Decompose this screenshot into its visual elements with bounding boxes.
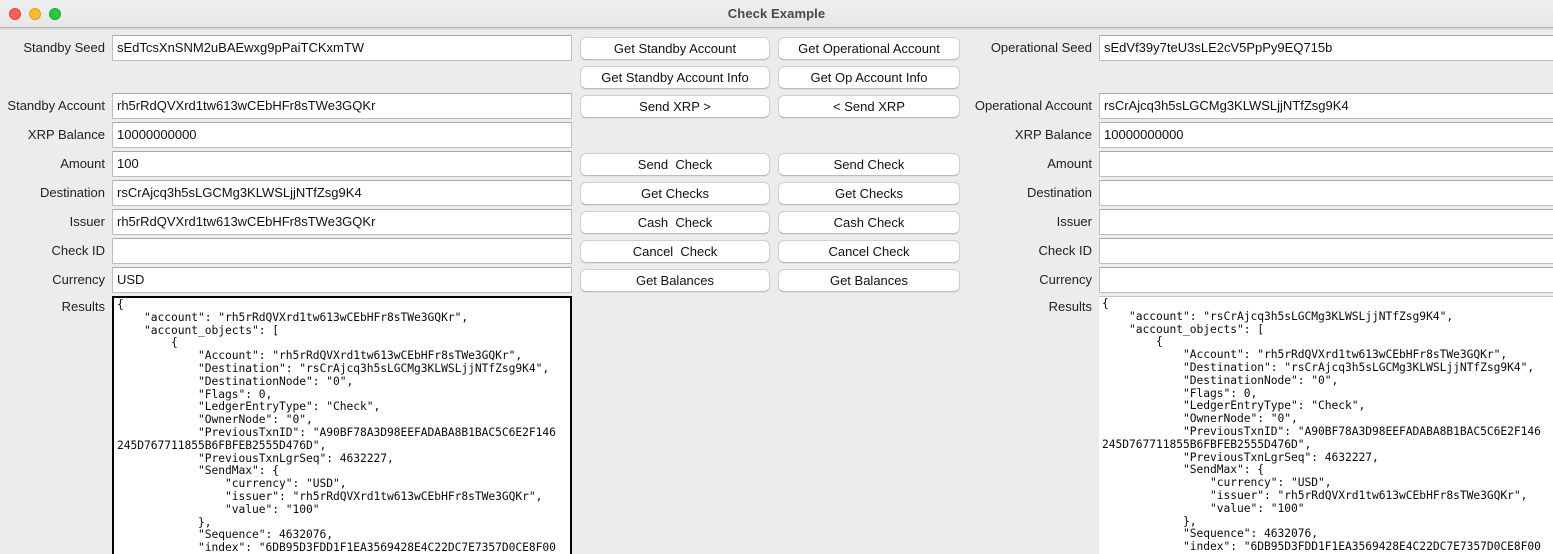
get-operational-account-button[interactable]: Get Operational Account bbox=[778, 37, 960, 60]
standby-results-label: Results bbox=[61, 299, 105, 314]
send-xrp-right-button[interactable]: Send XRP > bbox=[580, 95, 770, 118]
title-bar: Check Example bbox=[0, 0, 1553, 28]
window-title: Check Example bbox=[727, 6, 826, 21]
standby-xrp-balance-input[interactable]: 10000000000 bbox=[112, 122, 572, 148]
gap bbox=[572, 295, 580, 323]
standby-issuer-label: Issuer bbox=[69, 214, 105, 229]
operational-xrp-balance-input[interactable]: 10000000000 bbox=[1099, 122, 1553, 148]
gap bbox=[770, 208, 778, 236]
gap bbox=[572, 266, 580, 294]
standby-currency-input[interactable]: USD bbox=[112, 267, 572, 293]
operational-check-id-label: Check ID bbox=[1038, 243, 1092, 258]
row2-right-blank bbox=[1099, 63, 1553, 91]
standby-check-id-label: Check ID bbox=[51, 243, 105, 258]
operational-account-input[interactable]: rsCrAjcq3h5sLGCMg3KLWSLjjNTfZsg9K4 bbox=[1099, 93, 1553, 119]
form-grid: Standby Seed sEdTcsXnSNM2uBAEwxg9pPaiTCK… bbox=[0, 31, 1553, 554]
gap bbox=[960, 237, 968, 265]
standby-issuer-input[interactable]: rh5rRdQVXrd1tw613wCEbHFr8sTWe3GQKr bbox=[112, 209, 572, 235]
get-op-account-info-button[interactable]: Get Op Account Info bbox=[778, 66, 960, 89]
window-controls bbox=[9, 0, 61, 27]
operational-xrp-balance-label: XRP Balance bbox=[1014, 127, 1092, 142]
gap bbox=[572, 150, 580, 178]
gap bbox=[960, 179, 968, 207]
send-xrp-left-button[interactable]: < Send XRP bbox=[778, 95, 960, 118]
row2-label-blank-right bbox=[968, 63, 1099, 91]
standby-get-balances-button[interactable]: Get Balances bbox=[580, 269, 770, 292]
operational-check-id-input[interactable] bbox=[1099, 238, 1553, 264]
standby-destination-input[interactable]: rsCrAjcq3h5sLGCMg3KLWSLjjNTfZsg9K4 bbox=[112, 180, 572, 206]
operational-get-checks-button[interactable]: Get Checks bbox=[778, 182, 960, 205]
gap bbox=[770, 121, 778, 149]
standby-cash-check-button[interactable]: Cash Check bbox=[580, 211, 770, 234]
standby-check-id-input[interactable] bbox=[112, 238, 572, 264]
gap bbox=[572, 34, 580, 62]
standby-send-check-button[interactable]: Send Check bbox=[580, 153, 770, 176]
operational-destination-label: Destination bbox=[1026, 185, 1092, 200]
standby-get-checks-button[interactable]: Get Checks bbox=[580, 182, 770, 205]
gap bbox=[770, 266, 778, 294]
standby-account-input[interactable]: rh5rRdQVXrd1tw613wCEbHFr8sTWe3GQKr bbox=[112, 93, 572, 119]
standby-amount-label: Amount bbox=[60, 156, 105, 171]
gap bbox=[960, 121, 968, 149]
gap bbox=[960, 92, 968, 120]
operational-get-balances-button[interactable]: Get Balances bbox=[778, 269, 960, 292]
operational-account-label: Operational Account bbox=[974, 98, 1092, 113]
get-standby-account-info-button[interactable]: Get Standby Account Info bbox=[580, 66, 770, 89]
operational-amount-label: Amount bbox=[1047, 156, 1092, 171]
gap bbox=[770, 237, 778, 265]
gap bbox=[770, 63, 778, 91]
main-content: Standby Seed sEdTcsXnSNM2uBAEwxg9pPaiTCK… bbox=[0, 31, 1553, 554]
get-standby-account-button[interactable]: Get Standby Account bbox=[580, 37, 770, 60]
gap bbox=[960, 266, 968, 294]
row2-label-blank bbox=[0, 63, 112, 91]
operational-seed-input[interactable]: sEdVf39y7teU3sLE2cV5PpPy9EQ715b bbox=[1099, 35, 1553, 61]
standby-amount-input[interactable]: 100 bbox=[112, 151, 572, 177]
operational-cash-check-button[interactable]: Cash Check bbox=[778, 211, 960, 234]
standby-seed-input[interactable]: sEdTcsXnSNM2uBAEwxg9pPaiTCKxmTW bbox=[112, 35, 572, 61]
results-row-right-blank bbox=[778, 295, 960, 323]
operational-amount-input[interactable] bbox=[1099, 151, 1553, 177]
standby-currency-label: Currency bbox=[52, 272, 105, 287]
operational-issuer-label: Issuer bbox=[1056, 214, 1092, 229]
operational-results-textarea[interactable]: { "account": "rsCrAjcq3h5sLGCMg3KLWSLjjN… bbox=[1099, 296, 1553, 554]
operational-issuer-input[interactable] bbox=[1099, 209, 1553, 235]
gap bbox=[960, 295, 968, 323]
gap bbox=[770, 179, 778, 207]
operational-seed-label: Operational Seed bbox=[990, 40, 1092, 55]
gap bbox=[960, 63, 968, 91]
gap bbox=[770, 295, 778, 323]
maximize-button[interactable] bbox=[49, 7, 61, 20]
gap bbox=[572, 208, 580, 236]
gap bbox=[572, 237, 580, 265]
results-row-left-blank bbox=[580, 295, 770, 323]
operational-currency-label: Currency bbox=[1039, 272, 1092, 287]
row2-left-blank bbox=[112, 63, 572, 91]
gap bbox=[572, 179, 580, 207]
standby-account-label: Standby Account bbox=[7, 98, 105, 113]
gap bbox=[960, 208, 968, 236]
gap bbox=[572, 63, 580, 91]
gap bbox=[770, 150, 778, 178]
gap bbox=[960, 34, 968, 62]
operational-destination-input[interactable] bbox=[1099, 180, 1553, 206]
minimize-button[interactable] bbox=[29, 7, 41, 20]
standby-cancel-check-button[interactable]: Cancel Check bbox=[580, 240, 770, 263]
operational-currency-input[interactable] bbox=[1099, 267, 1553, 293]
standby-xrp-balance-label: XRP Balance bbox=[27, 127, 105, 142]
gap bbox=[770, 92, 778, 120]
standby-results-textarea[interactable]: { "account": "rh5rRdQVXrd1tw613wCEbHFr8s… bbox=[112, 296, 572, 554]
gap bbox=[572, 92, 580, 120]
gap bbox=[572, 121, 580, 149]
operational-cancel-check-button[interactable]: Cancel Check bbox=[778, 240, 960, 263]
operational-results-label: Results bbox=[1048, 299, 1092, 314]
close-button[interactable] bbox=[9, 7, 21, 20]
operational-send-check-button[interactable]: Send Check bbox=[778, 153, 960, 176]
gap bbox=[770, 34, 778, 62]
standby-seed-label: Standby Seed bbox=[23, 40, 105, 55]
standby-destination-label: Destination bbox=[39, 185, 105, 200]
titlebar-shadow bbox=[0, 28, 1553, 31]
gap bbox=[960, 150, 968, 178]
